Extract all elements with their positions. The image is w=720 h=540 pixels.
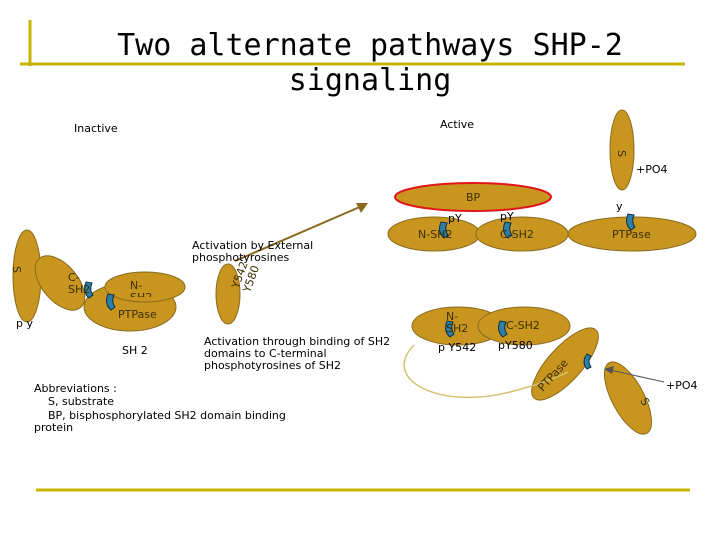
left-tail-oval: [215, 263, 241, 325]
top-py-left-label: pY: [448, 212, 462, 225]
slide-title: Two alternate pathways SHP-2 signaling: [117, 28, 623, 98]
top-n-sh2-label: N-SH2: [418, 228, 453, 241]
abbrev-heading: Abbreviations :: [34, 382, 117, 395]
top-ptpase-label: PTPase: [612, 228, 651, 241]
top-py-right-label: pY: [500, 210, 514, 223]
top-clamp-1: [439, 221, 449, 239]
left-n-sh2-label: N-SH2: [130, 280, 152, 297]
active-label: Active: [440, 118, 475, 131]
bottom-substrate-oval: [604, 361, 652, 435]
left-ptpase-label: PTPase: [118, 308, 157, 321]
top-clamp-2: [503, 221, 513, 239]
bottom-clamp-2: [498, 320, 508, 338]
abbrev-s: S, substrate: [48, 395, 115, 408]
activation-arrow-line: [234, 205, 363, 262]
bottom-clamp-3: [583, 353, 592, 370]
po4-arrow-line: [609, 369, 665, 383]
po4-arrow-head: [604, 366, 614, 374]
top-c-sh2-label: C-SH2: [500, 228, 534, 241]
left-clamp-1: [84, 281, 94, 299]
left-c-sh2-oval: [34, 255, 86, 311]
left-clamp-2: [106, 293, 116, 311]
top-clamp-3: [626, 213, 636, 231]
inactive-label: Inactive: [74, 122, 118, 135]
abbrev-bp: BP, bisphosphorylated SH2 domain binding…: [34, 409, 286, 434]
top-y-label: y: [616, 200, 623, 213]
tail-loop: [403, 344, 569, 399]
left-sh2-label: SH 2: [122, 344, 148, 357]
left-substrate-label: S: [10, 266, 23, 273]
bottom-c-sh2-label: C-SH2: [506, 319, 540, 332]
bottom-n-sh2-label: N-SH2: [446, 310, 469, 335]
bottom-po4-label: +PO4: [666, 379, 698, 392]
bp-label: BP: [466, 191, 481, 204]
left-py-label: p y: [16, 317, 33, 330]
top-substrate-label: S: [615, 150, 628, 157]
top-substrate-oval: [609, 109, 635, 191]
top-po4-label: +PO4: [636, 163, 668, 176]
bottom-ptpase-oval: [531, 327, 599, 401]
bp-oval: [394, 182, 552, 212]
arrow-label: Activation by External phosphotyrosines: [192, 239, 314, 264]
intra-label: Activation through binding of SH2 domain…: [204, 335, 391, 372]
activation-arrow-head: [356, 203, 368, 213]
bottom-py542-label: p Y542: [438, 341, 477, 354]
left-c-sh2-label: C-SH2: [68, 271, 91, 296]
bottom-clamp-1: [445, 320, 455, 338]
left-n-sh2-oval: [104, 271, 186, 303]
bottom-py580-label: pY580: [498, 339, 533, 352]
